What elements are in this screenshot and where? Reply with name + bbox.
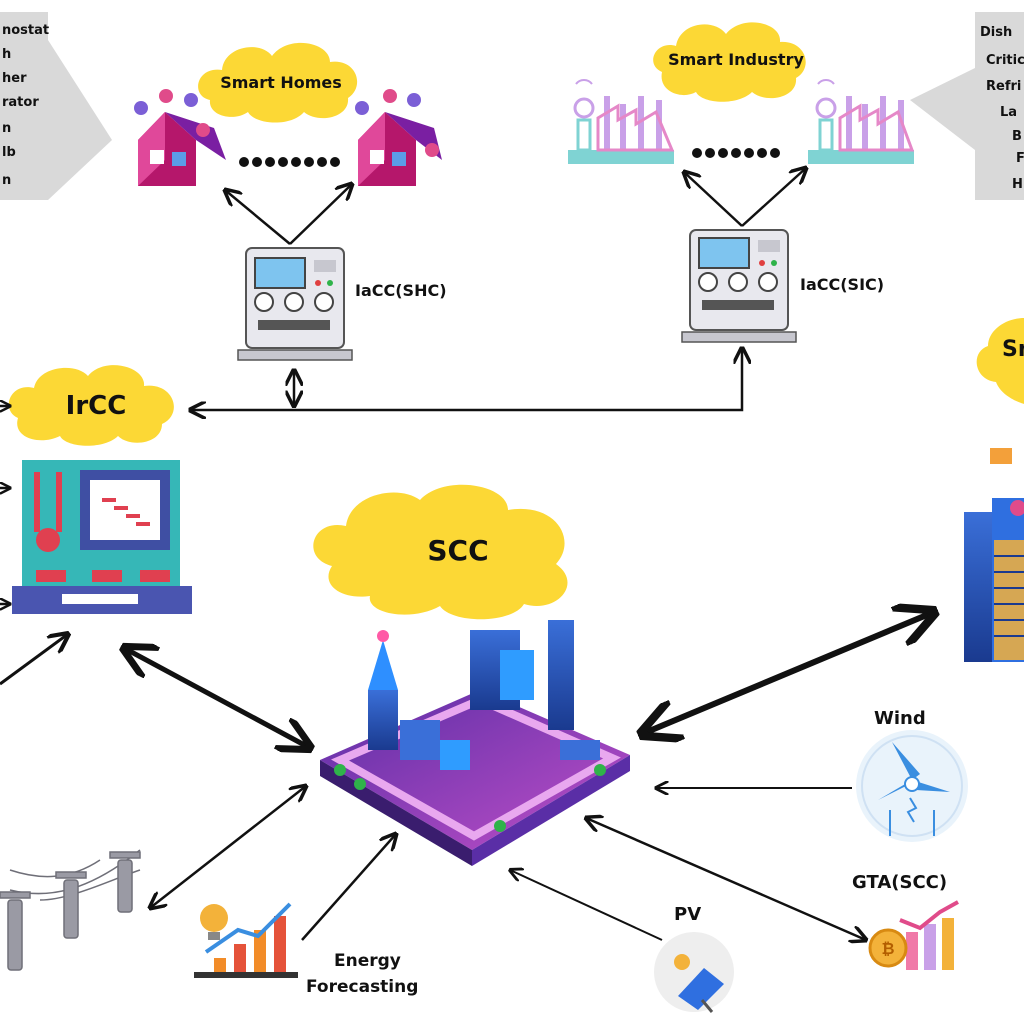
smart-homes-cloud: Smart Homes	[198, 42, 358, 123]
right-appliance-panel: Dish Critic Refri La B F H	[910, 12, 1024, 200]
scc-cloud: SCC	[313, 484, 568, 620]
svg-text:₿: ₿	[881, 939, 894, 958]
smart-industry-label: Smart Industry	[668, 50, 804, 69]
ircc-label: IrCC	[66, 391, 127, 421]
iacc-sic-meter-icon	[681, 229, 797, 343]
right-panel-item: Dish	[980, 25, 1012, 40]
right-panel-item: B	[1012, 129, 1022, 144]
factory-icon	[568, 79, 675, 164]
left-panel-item: n	[2, 121, 11, 136]
right-panel-item: F	[1016, 151, 1024, 166]
iacc-shc-label: IaCC(SHC)	[355, 281, 447, 300]
factory-icon	[808, 79, 915, 164]
scc-label: SCC	[427, 534, 488, 567]
left-panel-item: nostat	[2, 23, 49, 38]
ellipsis-dots	[692, 148, 780, 158]
ellipsis-dots	[239, 157, 340, 167]
scc-connection-arrows	[0, 612, 934, 940]
left-panel-item: her	[2, 71, 27, 86]
gta-coin-chart-icon: ₿	[868, 900, 959, 970]
smart-right-cloud: Sm	[976, 318, 1024, 404]
smart-home-icon	[134, 89, 226, 186]
right-panel-item: H	[1012, 177, 1023, 192]
energy-forecasting-icon	[194, 902, 298, 978]
left-panel-item: h	[2, 47, 11, 62]
gta-label: GTA(SCC)	[852, 872, 947, 893]
smart-right-label: Sm	[1002, 337, 1024, 362]
iacc-shc-meter-icon	[237, 247, 353, 361]
smart-building-icon	[964, 448, 1024, 662]
right-panel-item: Critic	[986, 53, 1024, 68]
energy-forecasting-label-line2: Forecasting	[306, 977, 418, 997]
smart-industry-cloud: Smart Industry	[653, 22, 806, 102]
left-panel-item: n	[2, 173, 11, 188]
connector-arrows	[190, 168, 806, 410]
iacc-sic-label: IaCC(SIC)	[800, 275, 884, 294]
left-panel-item: rator	[2, 95, 39, 110]
wind-label: Wind	[874, 708, 926, 729]
smart-city-icon	[320, 620, 630, 866]
wind-turbine-icon	[856, 730, 968, 842]
right-panel-item: La	[1000, 105, 1017, 120]
left-appliance-panel: nostat h her rator n lb n	[0, 12, 112, 200]
left-panel-item: lb	[2, 145, 16, 160]
energy-forecasting-label-line1: Energy	[334, 951, 401, 971]
pv-label: PV	[674, 904, 701, 925]
incoming-arrows-left	[0, 406, 10, 604]
smart-homes-label: Smart Homes	[220, 73, 342, 92]
ircc-control-panel-icon	[12, 460, 192, 614]
right-panel-item: Refri	[986, 79, 1021, 94]
ircc-cloud: IrCC	[8, 365, 174, 446]
solar-panel-icon	[654, 932, 734, 1013]
transmission-tower-icon	[0, 849, 141, 971]
smart-home-icon	[355, 89, 442, 186]
